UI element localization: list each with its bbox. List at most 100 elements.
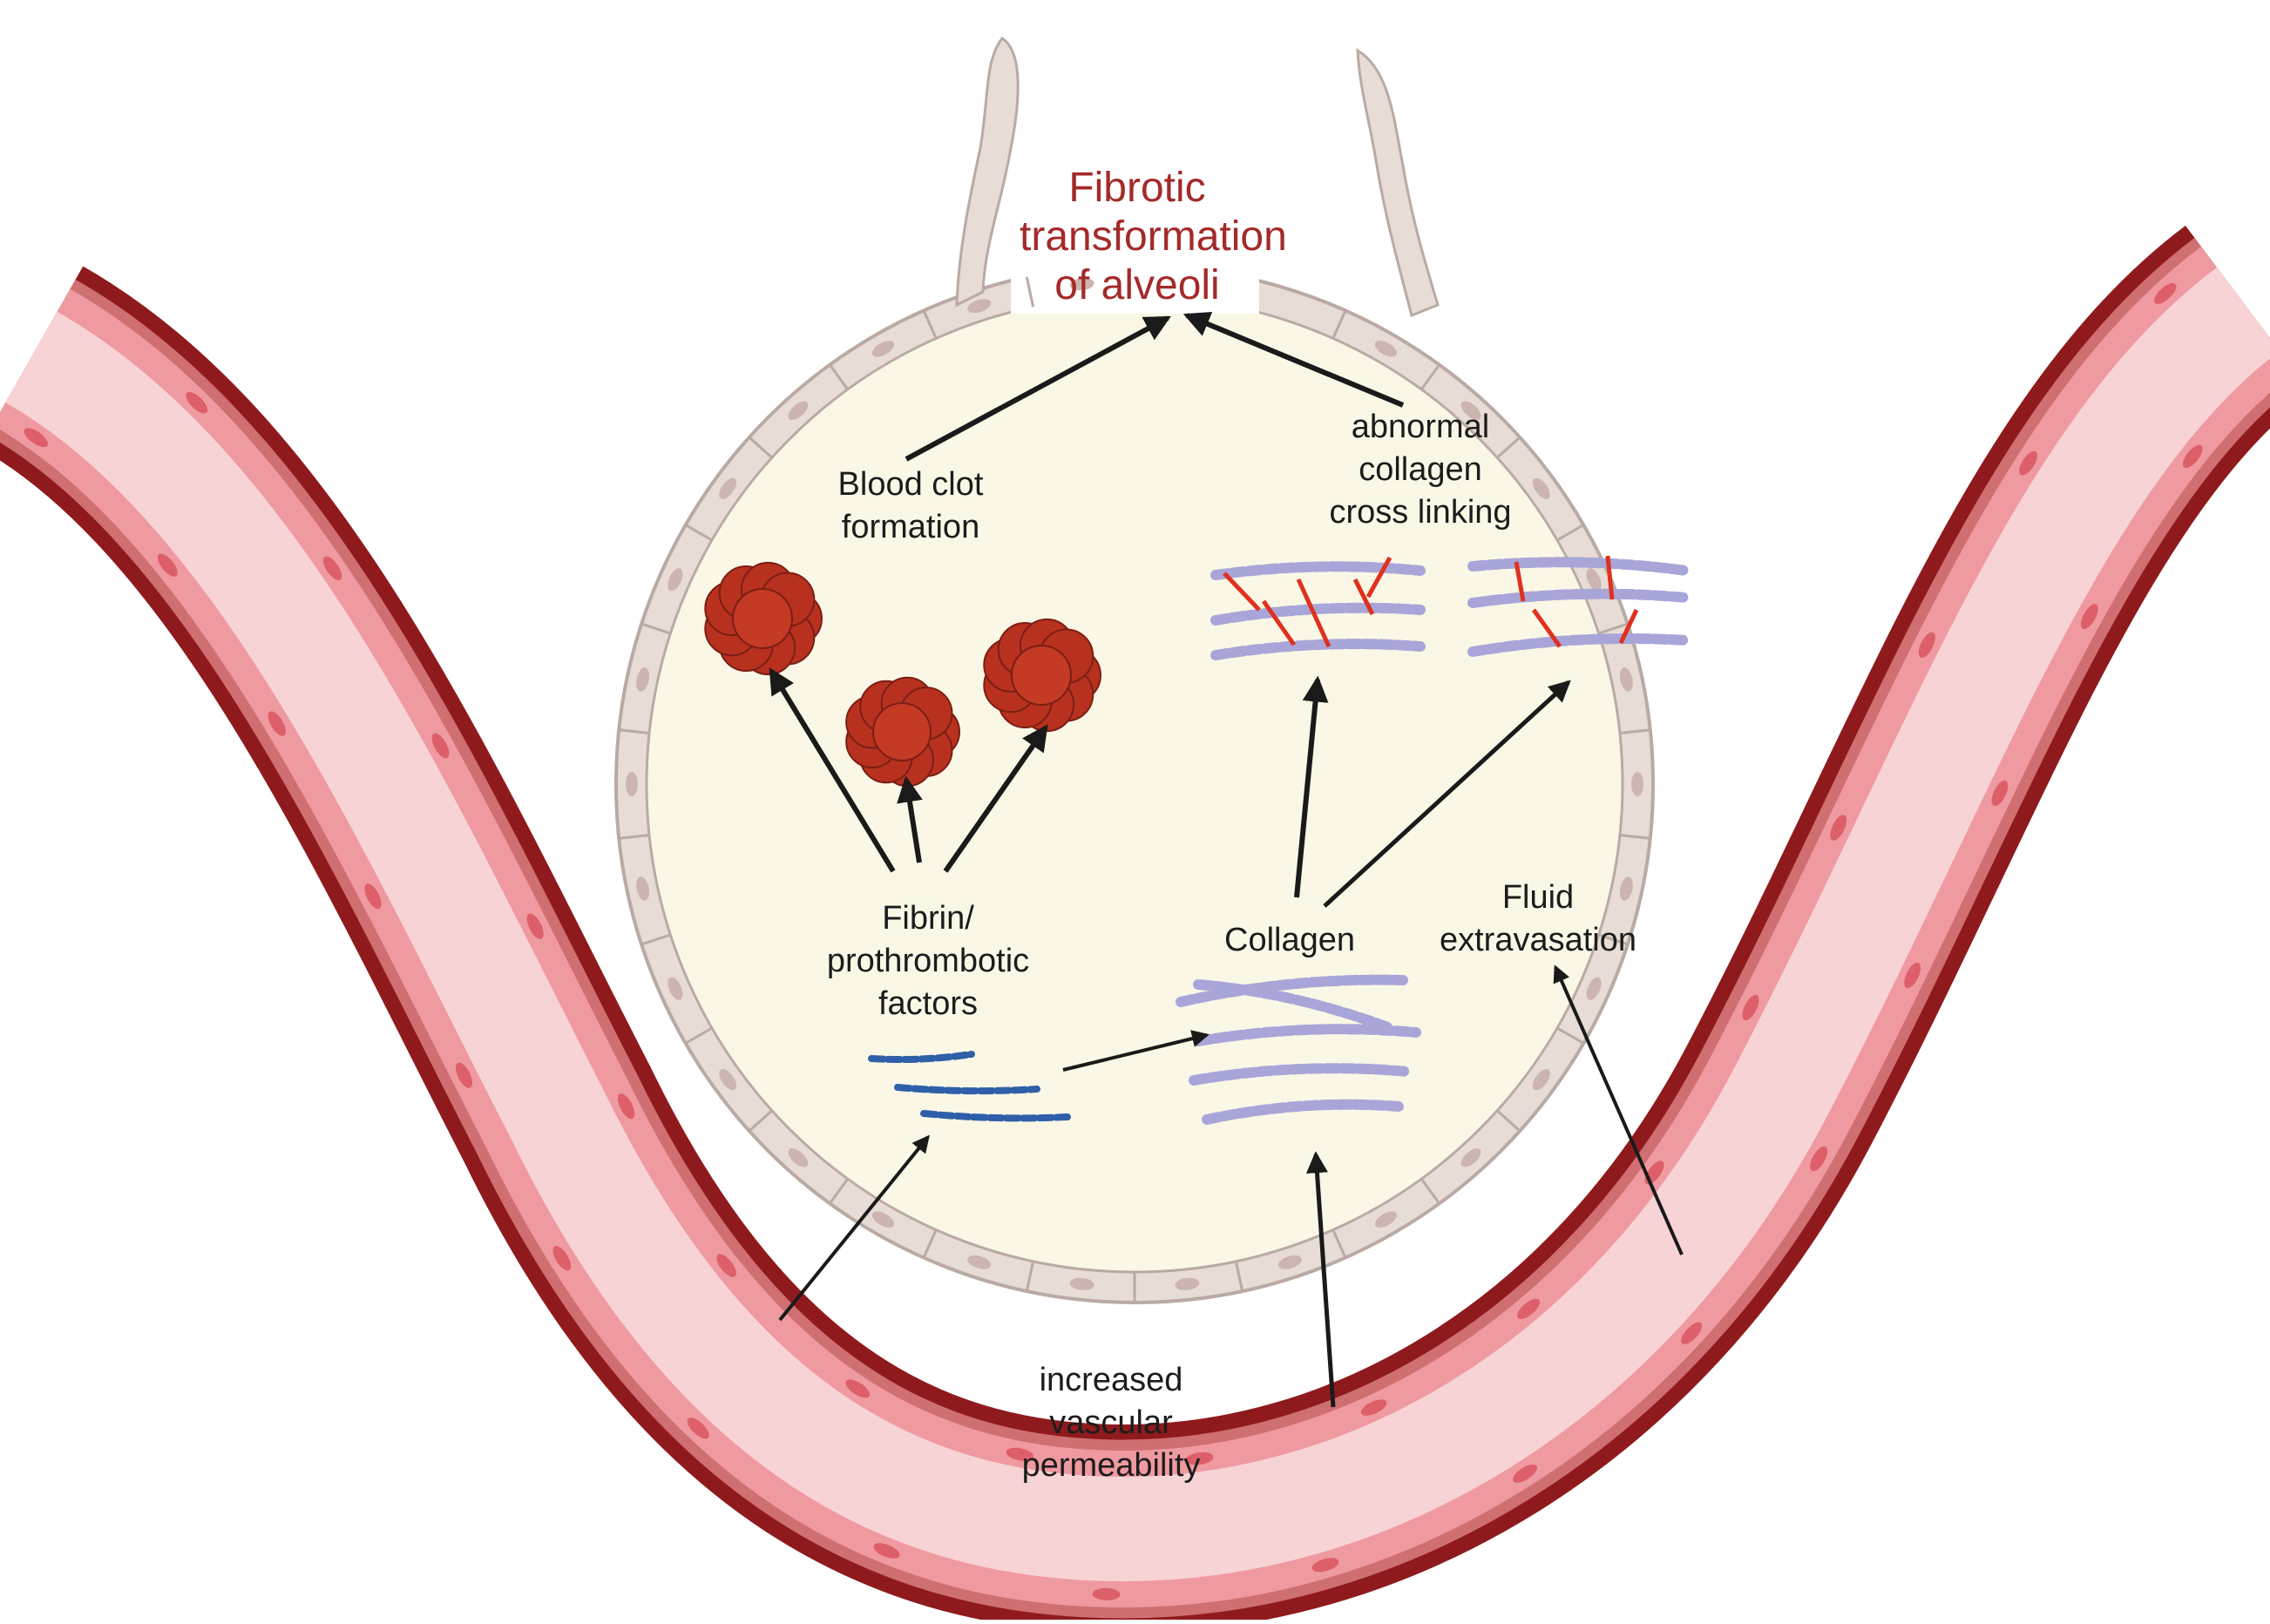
- arrow-fibrin-to-collagen: [1062, 1030, 1210, 1072]
- alveolar-nucleus: [719, 1069, 737, 1091]
- alveolar-nucleus: [1586, 568, 1602, 592]
- alveolar-nucleus: [967, 299, 992, 314]
- arrow-collagen-to-crosslink-1: [1294, 675, 1329, 898]
- alveolus-opening: [1011, 244, 1259, 314]
- vessel-nucleus: [1742, 994, 1759, 1021]
- alveolar-cell-border: [1332, 1228, 1347, 1259]
- collagen-crosslink: [1514, 561, 1526, 602]
- abnormal-line-3: cross linking: [1329, 494, 1512, 531]
- alveolar-cell-border: [1556, 524, 1585, 542]
- vessel-nucleus: [1185, 1451, 1214, 1465]
- alveolar-cell-border: [1025, 276, 1035, 308]
- blood-clot: [983, 618, 1102, 733]
- arrow-fibrin-to-clot-1: [769, 667, 896, 873]
- vessel-nucleus: [1360, 1399, 1387, 1416]
- fibrin-prothrombotic-label: Fibrin/ prothrombotic factors: [810, 897, 1046, 1025]
- alveolar-cell-border: [922, 1228, 938, 1259]
- vessel-nucleus: [186, 391, 208, 414]
- alveolar-nucleus: [1069, 278, 1094, 291]
- alveolar-cell-border: [1619, 728, 1650, 734]
- alveolar-nucleus: [1619, 876, 1633, 901]
- alveolar-cell-border: [619, 728, 650, 734]
- permeability-line-2: vascular: [1049, 1404, 1173, 1441]
- collagen-fiber: [1467, 557, 1691, 576]
- collagen-crosslink: [1605, 555, 1615, 600]
- vessel-nucleus: [364, 883, 382, 910]
- collagen-crosslink: [1531, 608, 1562, 648]
- alveolar-nucleus: [667, 568, 683, 592]
- vessel-nucleus: [322, 556, 342, 580]
- alveolar-cell-border: [829, 1178, 850, 1205]
- clot-core: [732, 588, 793, 649]
- vessel-nucleus: [2182, 444, 2203, 469]
- fibrin-line-3: factors: [878, 985, 979, 1022]
- alveolar-nucleus: [788, 1148, 809, 1167]
- alveolar-cell-border: [1556, 1026, 1585, 1045]
- alveolar-nucleus: [1532, 477, 1550, 499]
- title-line-3: of alveoli: [1054, 262, 1220, 308]
- fibrin-strand: [894, 1084, 1040, 1095]
- alveolar-cell-border: [684, 524, 713, 542]
- vessel-nucleus: [2019, 450, 2038, 476]
- collagen-fiber: [1467, 633, 1691, 657]
- blood-clot-line-2: formation: [841, 509, 980, 545]
- fibrin-strand: [868, 1051, 975, 1064]
- alveolar-cell-border: [829, 363, 850, 390]
- alveolar-nucleus: [788, 401, 809, 420]
- blood-clots: [704, 561, 1102, 788]
- vessel-nucleus: [873, 1543, 900, 1559]
- alveolar-nucleus: [967, 1255, 992, 1269]
- fluid-extravasation-label: Fluid extravasation: [1420, 876, 1656, 962]
- vessel-nucleus: [431, 733, 450, 759]
- vessel-nucleus: [1681, 1322, 1703, 1344]
- alveolar-nucleus: [871, 1211, 895, 1228]
- alveolar-nucleus: [667, 977, 683, 1000]
- fibrin-line-2: prothrombotic: [826, 943, 1030, 979]
- collagen-crosslink: [1365, 556, 1392, 599]
- collagen-label: Collagen: [1189, 919, 1390, 962]
- collagen-crosslink: [1261, 599, 1297, 646]
- alveolar-cell-border: [748, 1109, 773, 1133]
- alveolar-nucleus: [1374, 341, 1398, 357]
- vessel-nucleus: [268, 711, 287, 736]
- clot-core: [872, 702, 932, 761]
- vessel-lumen: [4, 267, 2270, 1582]
- collagen-crosslink: [1296, 578, 1332, 648]
- permeability-line-1: increased: [1039, 1362, 1183, 1398]
- arrow-fibrin-to-clot-2: [897, 775, 923, 863]
- alveolar-cell-border: [1025, 1261, 1035, 1292]
- alveolar-nucleus: [719, 477, 737, 499]
- vessel-nucleus: [1006, 1447, 1034, 1461]
- vessel-nucleus: [455, 1062, 473, 1088]
- title-line-1: Fibrotic: [1068, 165, 1206, 211]
- vessel-nucleus: [1513, 1464, 1537, 1483]
- fluid-line-1: Fluid: [1501, 879, 1575, 916]
- alveolar-nucleus: [1374, 1211, 1398, 1228]
- alveolar-nucleus: [1532, 1069, 1550, 1091]
- arrow-clot-to-fibrosis: [905, 315, 1171, 462]
- vessel-nucleus: [1092, 1587, 1121, 1600]
- abnormal-line-2: collagen: [1359, 451, 1482, 488]
- arrow-permeability-to-fibrin: [778, 1134, 930, 1322]
- alveolar-cell-border: [922, 309, 938, 340]
- vessel-cell-nuclei: [24, 282, 2203, 1600]
- vessel-nucleus: [2154, 282, 2177, 304]
- alveolar-cell-border: [640, 622, 671, 635]
- alveolar-nucleus: [1277, 1255, 1302, 1269]
- alveolar-cell-border: [640, 933, 671, 946]
- collagen-fiber-loose: [1189, 1063, 1413, 1086]
- blood-clot: [845, 676, 961, 788]
- vessel-nucleus: [618, 1093, 635, 1120]
- alveolar-nucleus: [626, 772, 638, 796]
- alveolar-nucleus: [1619, 667, 1633, 692]
- alveolar-cell-border: [1420, 1178, 1440, 1205]
- alveolar-nucleus: [636, 667, 650, 692]
- alveolar-cell-border: [1619, 834, 1650, 840]
- arrows: [769, 311, 1684, 1408]
- vessel-nucleus: [716, 1254, 736, 1277]
- alveolar-cell-border: [1496, 1109, 1521, 1133]
- vessel-nucleus: [1810, 1146, 1828, 1172]
- alveolar-duct-right: [1356, 48, 1440, 318]
- alveolar-cell-border: [1234, 1261, 1244, 1292]
